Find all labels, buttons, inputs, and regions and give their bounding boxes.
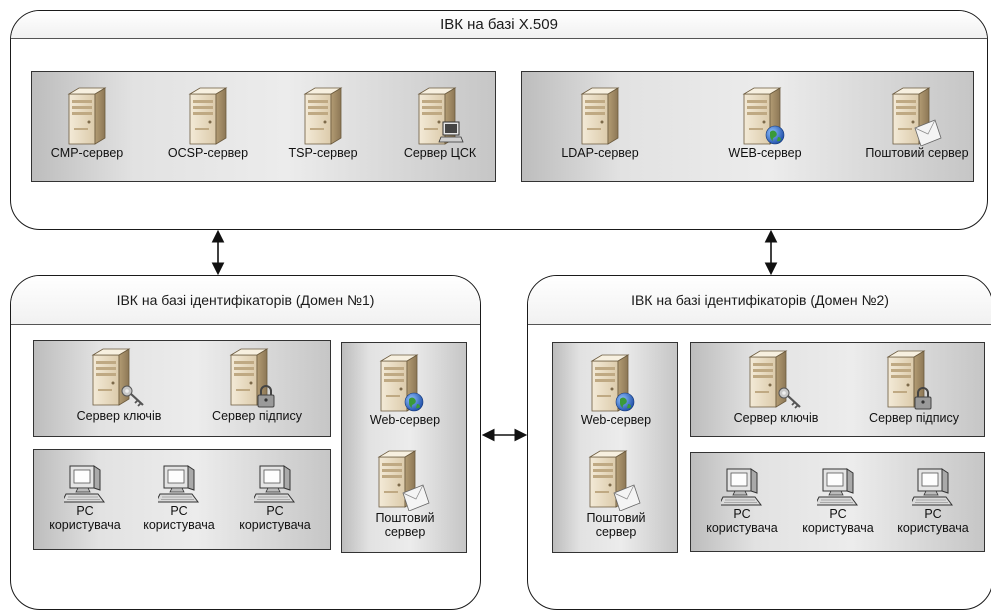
- domain1-workstation-3: РС користувача: [230, 464, 320, 532]
- domain2-workstation-3: РС користувача: [888, 467, 978, 535]
- domain2-crypto-panel: Сервер ключів Сервер підпису: [690, 342, 985, 437]
- globe-icon: [615, 392, 635, 412]
- domain2-workstation-2: РС користувача: [793, 467, 883, 535]
- domain2-mail-line2: сервер: [595, 525, 637, 539]
- domain2-mail-server: Поштовий сервер: [561, 449, 671, 539]
- domain1-sign-server: Сервер підпису: [202, 347, 312, 423]
- domain2-ws3-line1: РС: [924, 507, 942, 521]
- domain1-workstation-1: РС користувача: [40, 464, 130, 532]
- ldap-server-label: LDAP-сервер: [561, 146, 639, 160]
- terminal-icon: [438, 121, 464, 143]
- domain2-title: ІВК на базі ідентифікаторів (Домен №2): [528, 276, 991, 325]
- directory-services-panel: LDAP-сервер WEB-сервер Поштовий сервер: [521, 71, 974, 182]
- workstation-icon: [254, 465, 295, 503]
- domain1-crypto-panel: Сервер ключів Сервер підпису: [33, 340, 331, 437]
- domain1-workstation-2: РС користувача: [134, 464, 224, 532]
- domain2-ws2-line2: користувача: [802, 521, 874, 535]
- domain2-key-server: Сервер ключів: [721, 349, 831, 425]
- domain1-mail-line1: Поштовий: [375, 511, 435, 525]
- ca-server-label: Сервер ЦСК: [403, 146, 477, 160]
- domain1-ws1-line2: користувача: [49, 518, 121, 532]
- key-icon: [777, 386, 802, 410]
- domain2-ws2-line1: РС: [829, 507, 847, 521]
- domain2-sign-server: Сервер підпису: [859, 349, 969, 425]
- domain2-ws3-line2: користувача: [897, 521, 969, 535]
- server-icon: [68, 87, 106, 145]
- tsp-server: TSP-сервер: [278, 86, 368, 160]
- server-icon: [380, 354, 424, 412]
- server-icon: [189, 87, 227, 145]
- ocsp-server-label: OCSP-сервер: [167, 146, 249, 160]
- domain1-container: ІВК на базі ідентифікаторів (Домен №1) С…: [10, 275, 481, 610]
- domain2-workstation-1: РС користувача: [697, 467, 787, 535]
- domain1-mail-server: Поштовий сервер: [350, 449, 460, 539]
- server-icon: [230, 348, 275, 408]
- server-icon: [378, 450, 430, 511]
- pki-x509-container: ІВК на базі X.509 CMP-сервер OCSP-сервер…: [10, 10, 988, 230]
- server-icon: [92, 348, 145, 408]
- workstation-icon: [64, 465, 105, 503]
- web-server-top-label: WEB-сервер: [728, 146, 802, 160]
- cmp-server-label: CMP-сервер: [50, 146, 124, 160]
- mail-server-top: Поштовий сервер: [862, 86, 972, 160]
- ldap-server: LDAP-сервер: [552, 86, 648, 160]
- domain2-workstations-panel: РС користувача РС користувача РС користу…: [690, 452, 985, 552]
- domain1-services-panel: Web-сервер Поштовий сервер: [341, 342, 467, 553]
- ca-services-panel: CMP-сервер OCSP-сервер TSP-сервер Сервер…: [31, 71, 496, 182]
- domain1-mail-line2: сервер: [384, 525, 426, 539]
- domain1-web-server: Web-сервер: [350, 353, 460, 427]
- domain2-web-server: Web-сервер: [561, 353, 671, 427]
- domain1-ws1-line1: РС: [76, 504, 94, 518]
- domain1-web-server-label: Web-сервер: [369, 413, 441, 427]
- domain1-sign-server-label: Сервер підпису: [212, 409, 302, 423]
- domain1-key-server-label: Сервер ключів: [76, 409, 162, 423]
- workstation-icon: [158, 465, 199, 503]
- domain2-web-server-label: Web-сервер: [580, 413, 652, 427]
- domain2-mail-line1: Поштовий: [586, 511, 646, 525]
- server-icon: [887, 350, 932, 410]
- pki-x509-title: ІВК на базі X.509: [11, 11, 987, 39]
- cmp-server: CMP-сервер: [42, 86, 132, 160]
- workstation-icon: [817, 468, 858, 506]
- server-icon: [418, 87, 464, 145]
- domain2-container: ІВК на базі ідентифікаторів (Домен №2) W…: [527, 275, 991, 610]
- server-icon: [304, 87, 342, 145]
- server-icon: [581, 87, 619, 145]
- domain2-sign-server-label: Сервер підпису: [869, 411, 959, 425]
- domain1-workstations-panel: РС користувача РС користувача РС користу…: [33, 449, 331, 550]
- mail-server-top-label: Поштовий сервер: [865, 146, 969, 160]
- key-icon: [120, 384, 145, 408]
- workstation-icon: [912, 468, 953, 506]
- globe-icon: [765, 125, 785, 145]
- domain1-title: ІВК на базі ідентифікаторів (Домен №1): [11, 276, 480, 325]
- domain1-ws3-line2: користувача: [239, 518, 311, 532]
- domain1-key-server: Сервер ключів: [64, 347, 174, 423]
- server-icon: [749, 350, 802, 410]
- domain2-ws1-line2: користувача: [706, 521, 778, 535]
- domain2-ws1-line1: РС: [733, 507, 751, 521]
- server-icon: [589, 450, 641, 511]
- server-icon: [743, 87, 785, 145]
- globe-icon: [404, 392, 424, 412]
- domain2-key-server-label: Сервер ключів: [733, 411, 819, 425]
- ca-server: Сервер ЦСК: [392, 86, 488, 160]
- ocsp-server: OCSP-сервер: [160, 86, 256, 160]
- tsp-server-label: TSP-сервер: [288, 146, 358, 160]
- domain1-ws2-line1: РС: [170, 504, 188, 518]
- domain1-ws3-line1: РС: [266, 504, 284, 518]
- workstation-icon: [721, 468, 762, 506]
- server-icon: [591, 354, 635, 412]
- domain1-ws2-line2: користувача: [143, 518, 215, 532]
- server-icon: [892, 87, 942, 146]
- web-server-top: WEB-сервер: [717, 86, 813, 160]
- domain2-services-panel: Web-сервер Поштовий сервер: [552, 342, 678, 553]
